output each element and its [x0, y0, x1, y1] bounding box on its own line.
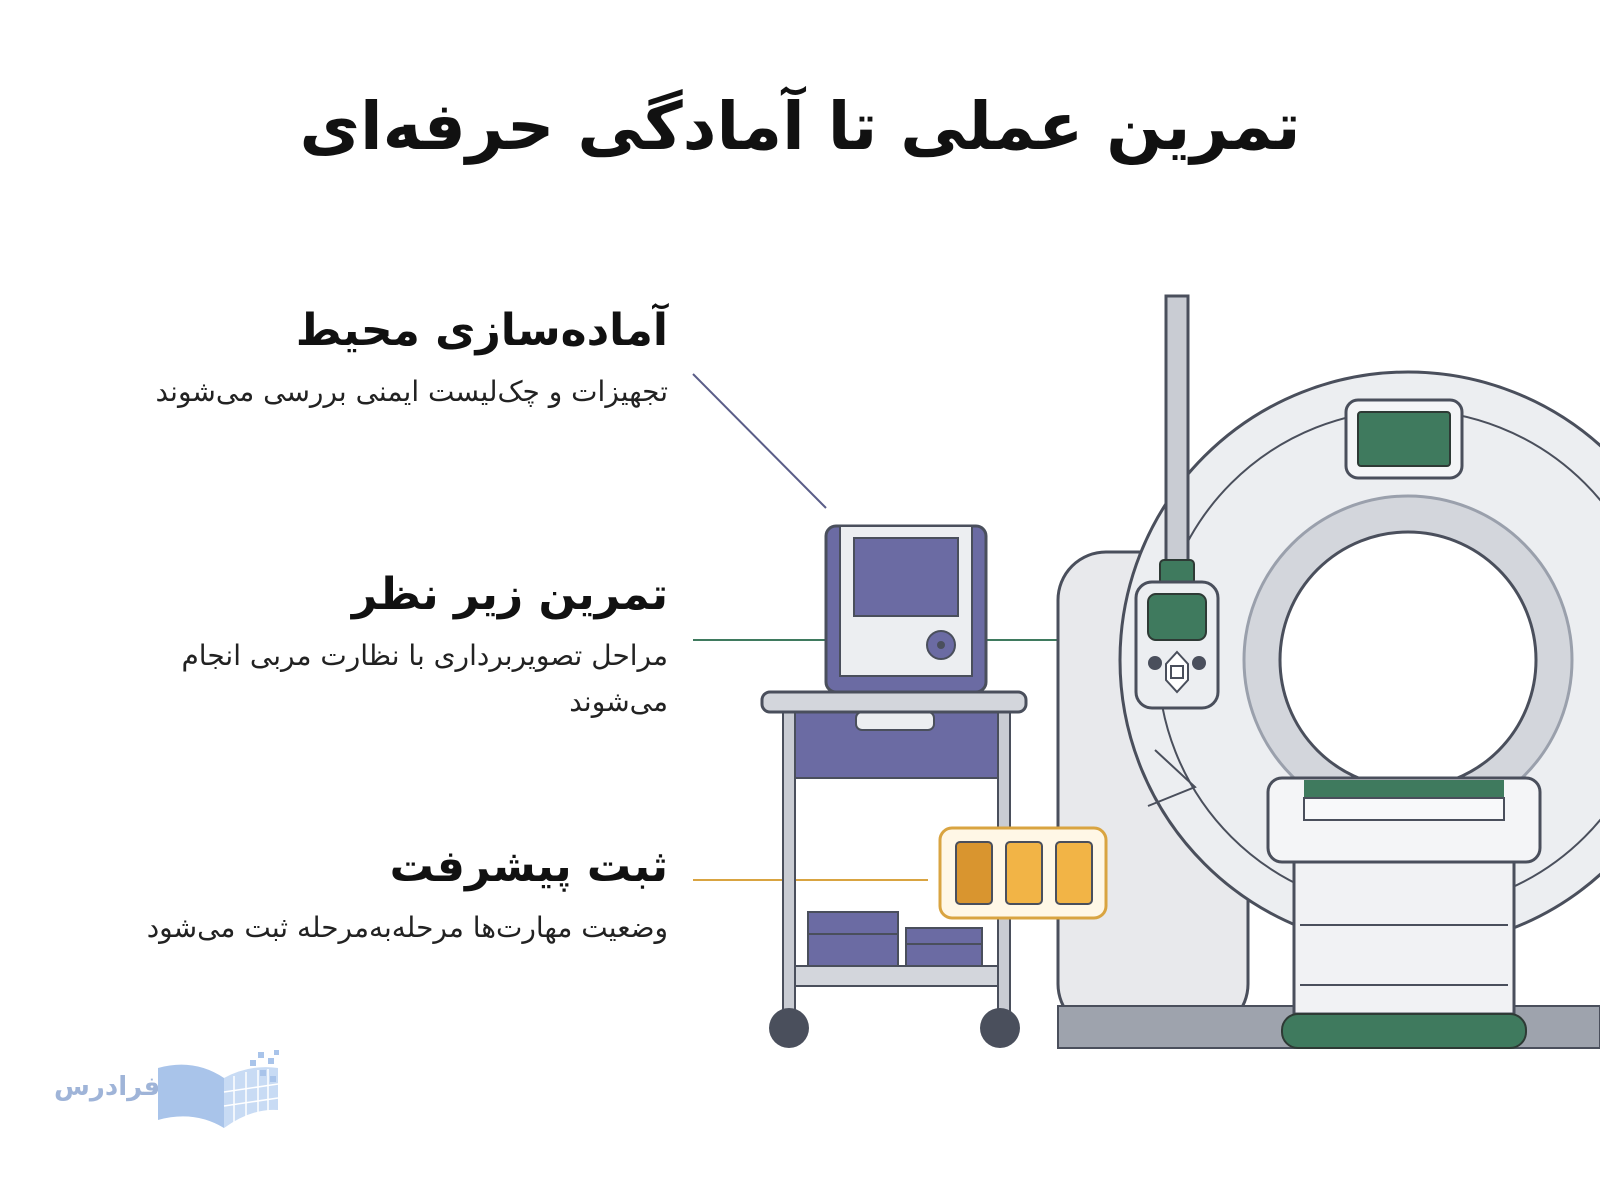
patient-table [1266, 776, 1542, 1049]
logo-text: فرادرس [54, 1072, 161, 1102]
step-description: مراحل تصویربرداری با نظارت مربی انجام می… [181, 639, 668, 719]
progress-panel [938, 826, 1108, 920]
step-environment-prep: آماده‌سازی محیط تجهیزات و چک‌لیست ایمنی … [48, 302, 668, 415]
faradars-logo: فرادرس [54, 1048, 294, 1138]
book-icon [158, 1050, 279, 1128]
step-description: تجهیزات و چک‌لیست ایمنی بررسی می‌شوند [155, 375, 668, 409]
step-supervised-practice: تمرین زیر نظر مراحل تصویربرداری با نظارت… [108, 566, 668, 726]
remote-controller [1134, 580, 1220, 710]
page-title: تمرین عملی تا آمادگی حرفه‌ای [299, 88, 1301, 165]
step-heading: تمرین زیر نظر [351, 569, 668, 620]
gantry-display [1344, 398, 1464, 480]
step-heading: آماده‌سازی محیط [295, 305, 668, 356]
step-description: وضعیت مهارت‌ها مرحله‌به‌مرحله ثبت می‌شود [146, 911, 668, 945]
remote-pole [1159, 294, 1195, 585]
step-heading: ثبت پیشرفت [389, 841, 668, 892]
cart-monitor [824, 524, 988, 694]
connector-line-environment [692, 373, 827, 509]
equipment-cart [760, 690, 1028, 1048]
step-progress-record: ثبت پیشرفت وضعیت مهارت‌ها مرحله‌به‌مرحله… [48, 838, 668, 951]
